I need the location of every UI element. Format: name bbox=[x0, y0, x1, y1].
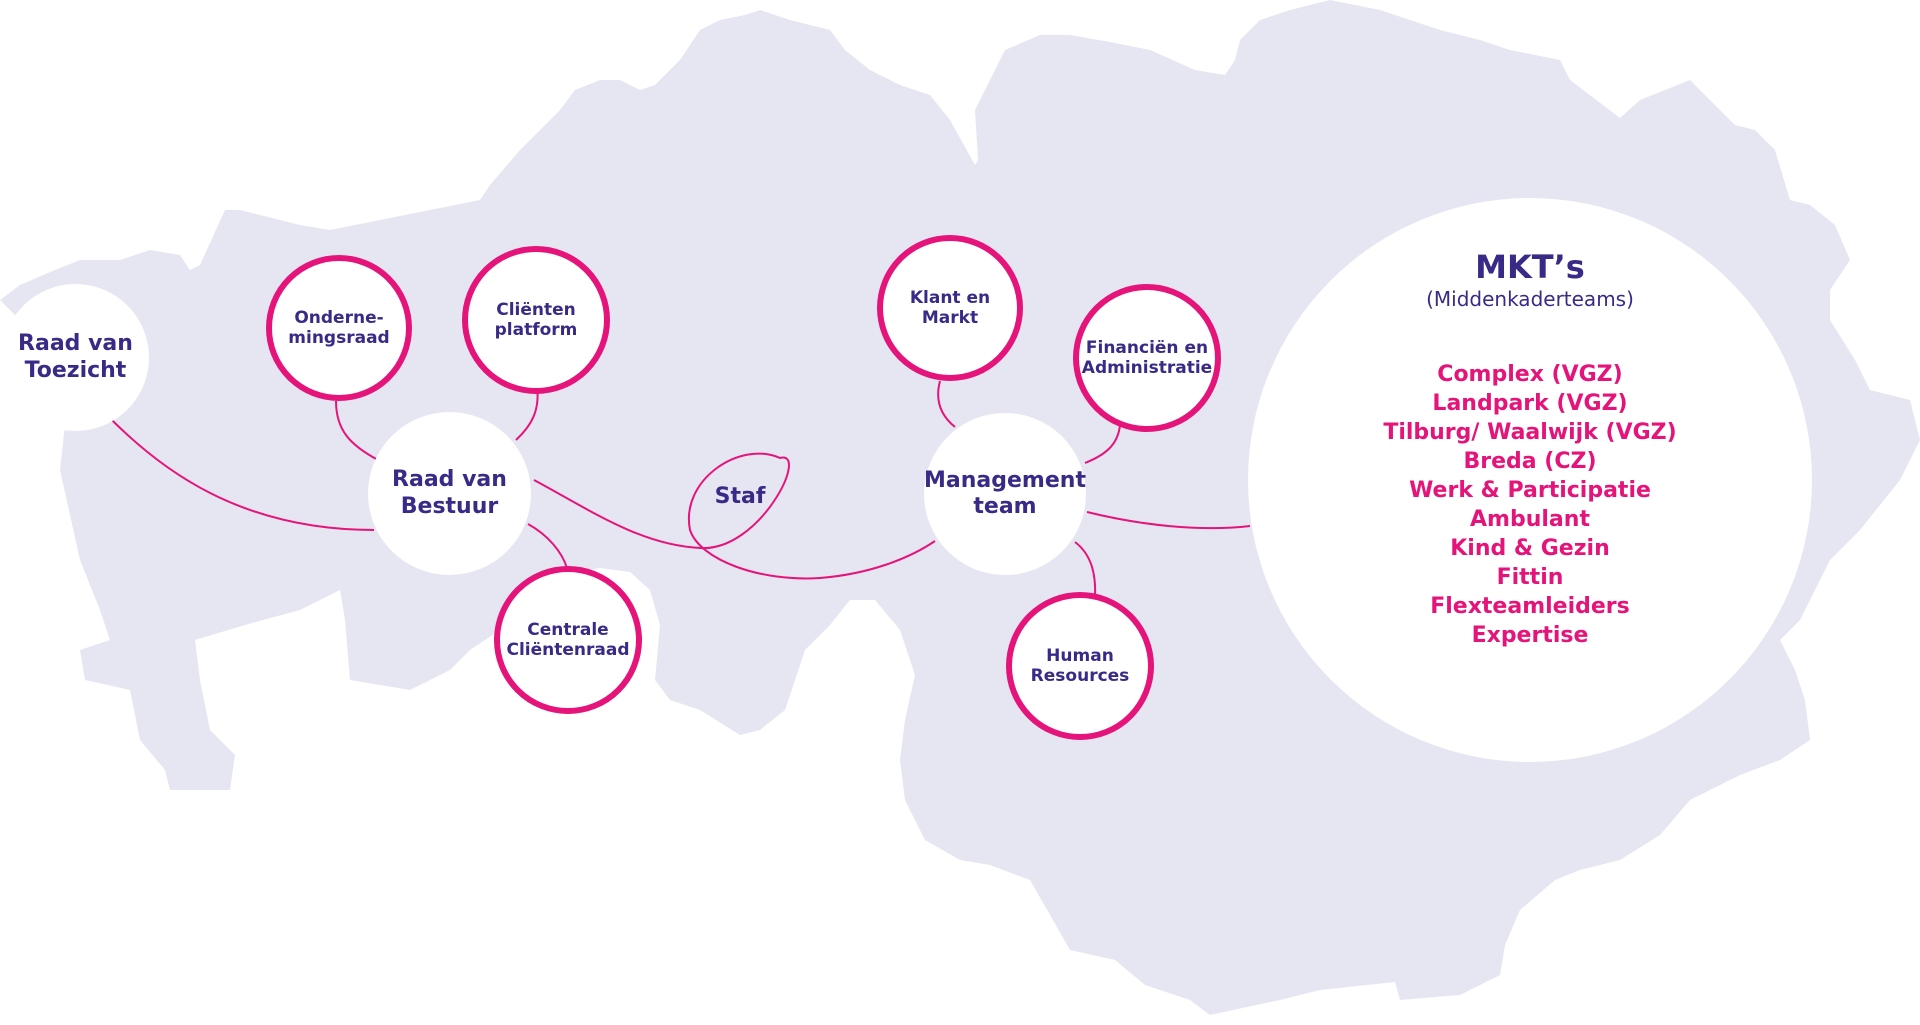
klant-en-markt-node: Klant en Markt bbox=[877, 235, 1023, 381]
raad-van-toezicht-node: Raad van Toezicht bbox=[2, 284, 149, 431]
mkt-team-item: Expertise bbox=[1471, 623, 1589, 648]
centrale-clientenraad-node: Centrale Cliëntenraad bbox=[494, 566, 642, 714]
financien-administratie-node: Financiën en Administratie bbox=[1073, 284, 1221, 432]
line-bestuur-staf-mt bbox=[533, 452, 936, 580]
mkt-team-item: Flexteamleiders bbox=[1430, 594, 1630, 619]
clienten-platform-node: Cliënten platform bbox=[462, 246, 610, 394]
line-mt-hr bbox=[1074, 541, 1097, 598]
mkt-team-item: Complex (VGZ) bbox=[1437, 362, 1623, 387]
mkt-team-item: Breda (CZ) bbox=[1463, 449, 1597, 474]
connector-lines bbox=[104, 380, 1251, 598]
mkt-team-item: Werk & Participatie bbox=[1409, 478, 1651, 503]
mkt-team-item: Fittin bbox=[1496, 565, 1564, 590]
mkt-team-list: Complex (VGZ) Landpark (VGZ) Tilburg/ Wa… bbox=[1248, 360, 1812, 650]
mkt-circle: MKT’s (Middenkaderteams) Complex (VGZ) L… bbox=[1248, 198, 1812, 762]
mkt-subtitle: (Middenkaderteams) bbox=[1426, 287, 1634, 311]
mkt-team-item: Ambulant bbox=[1470, 507, 1590, 532]
mkt-team-item: Landpark (VGZ) bbox=[1432, 391, 1628, 416]
mkt-title: MKT’s bbox=[1475, 248, 1585, 286]
mkt-team-item: Kind & Gezin bbox=[1450, 536, 1610, 561]
line-mt-mkt bbox=[1086, 511, 1251, 530]
ondernemingsraad-node: Onderne- mingsraad bbox=[266, 255, 412, 401]
management-team-node: Management team bbox=[924, 413, 1086, 575]
human-resources-node: Human Resources bbox=[1006, 592, 1154, 740]
raad-van-bestuur-node: Raad van Bestuur bbox=[368, 412, 531, 575]
line-or-bestuur bbox=[335, 400, 379, 461]
staf-label: Staf bbox=[714, 483, 766, 509]
line-financien-mt bbox=[1084, 424, 1121, 464]
mkt-team-item: Tilburg/ Waalwijk (VGZ) bbox=[1383, 420, 1677, 445]
line-klant-mt bbox=[937, 380, 956, 428]
line-bestuur-centrale bbox=[527, 523, 568, 569]
line-toezicht-bestuur bbox=[104, 412, 375, 531]
